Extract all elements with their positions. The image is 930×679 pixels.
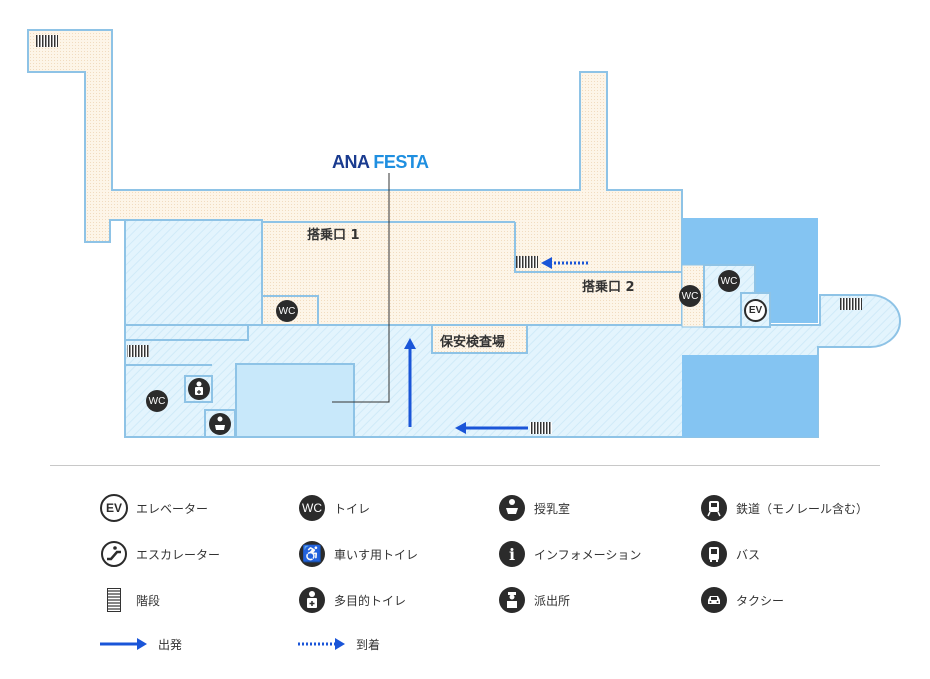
legend-item-police-box: 派出所 — [498, 586, 570, 614]
stairs-right — [840, 298, 862, 310]
legend-divider — [50, 465, 880, 466]
solid-block-bottom — [682, 355, 818, 437]
legend-label: 鉄道（モノレール含む） — [736, 501, 869, 516]
legend-item-escalator: エスカレーター — [100, 540, 220, 568]
logo-leader-line — [332, 173, 390, 403]
legend-label: タクシー — [736, 593, 785, 608]
multipurpose-toilet-icon — [298, 586, 326, 614]
elevator-icon: EV — [100, 494, 128, 522]
stairs-gate2 — [516, 256, 538, 268]
legend-label: 階段 — [136, 593, 161, 608]
toilet-icon: WC — [679, 285, 701, 307]
stairs-bottom — [530, 422, 552, 434]
multipurpose-toilet-icon — [188, 378, 210, 404]
logo-text-ana: ANA — [332, 152, 374, 172]
departure-arrow-left — [455, 422, 528, 434]
floor-map — [27, 29, 901, 438]
gate2-label: 搭乗口 2 — [582, 280, 635, 295]
information-icon: i — [499, 541, 525, 567]
security-checkpoint-label: 保安検査場 — [440, 335, 506, 350]
legend-label: バス — [736, 547, 761, 562]
legend-label: 出発 — [158, 637, 183, 652]
elevator-icon: EV — [744, 299, 767, 322]
legend-label: 到着 — [356, 637, 381, 652]
legend-item-stairs: 階段 — [100, 586, 160, 614]
legend-item-arrival: 到着 — [298, 630, 380, 658]
toilet-icon: WC — [299, 495, 325, 521]
legend-item-multipurpose-toilet: 多目的トイレ — [298, 586, 406, 614]
train-icon — [700, 494, 728, 522]
arrival-arrow-icon — [298, 630, 346, 658]
logo-text-festa: FESTA — [373, 152, 429, 172]
legend-label: エスカレーター — [136, 547, 221, 562]
taxi-icon — [700, 586, 728, 614]
legend-label: 派出所 — [534, 593, 571, 608]
stairs-top-left — [36, 35, 58, 47]
toilet-icon: WC — [718, 270, 740, 292]
toilet-icon: WC — [276, 300, 298, 322]
legend-label: インフォメーション — [534, 547, 642, 562]
legend-item-nursing-room: 授乳室 — [498, 494, 570, 522]
departure-arrow-icon — [100, 630, 148, 658]
legend-label: 授乳室 — [534, 501, 571, 516]
legend-item-train: 鉄道（モノレール含む） — [700, 494, 868, 522]
legend-item-information: i インフォメーション — [498, 540, 641, 568]
arrival-arrow-left — [541, 257, 588, 269]
ana-festa-shop — [235, 363, 355, 438]
legend-item-wheelchair-toilet: ♿ 車いす用トイレ — [298, 540, 418, 568]
wheelchair-toilet-icon: ♿ — [299, 541, 325, 567]
legend-label: 車いす用トイレ — [334, 547, 419, 562]
departure-arrow-up — [404, 338, 416, 427]
nursing-room-icon — [498, 494, 526, 522]
legend-item-departure: 出発 — [100, 630, 182, 658]
legend-label: エレベーター — [136, 501, 209, 516]
escalator-icon — [100, 540, 128, 568]
ana-festa-logo: ANA FESTA — [332, 152, 429, 173]
nursing-room-icon — [209, 413, 231, 439]
police-box-icon — [498, 586, 526, 614]
legend-label: トイレ — [334, 501, 371, 516]
legend-item-bus: バス — [700, 540, 760, 568]
legend-item-taxi: タクシー — [700, 586, 784, 614]
bus-icon — [700, 540, 728, 568]
legend-label: 多目的トイレ — [334, 593, 407, 608]
solid-block-top — [682, 218, 818, 265]
gate1-label: 搭乗口 1 — [307, 228, 360, 243]
legend-item-toilet: WC トイレ — [298, 494, 370, 522]
stairs-left — [127, 345, 149, 357]
stairs-icon — [100, 586, 128, 614]
toilet-icon: WC — [146, 390, 168, 412]
legend-item-elevator: EV エレベーター — [100, 494, 208, 522]
shop-area-left — [124, 219, 263, 326]
